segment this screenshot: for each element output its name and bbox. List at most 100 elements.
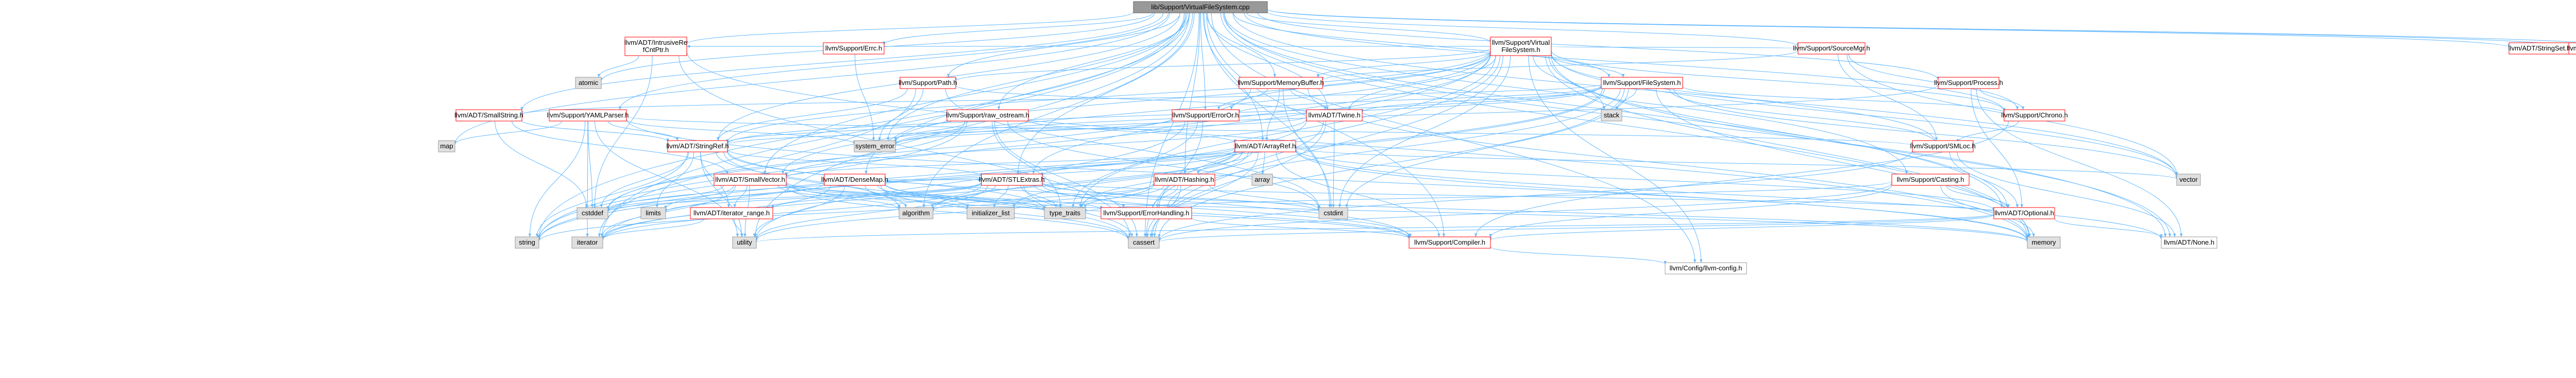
include-edge: [1474, 121, 2009, 237]
node-stringset[interactable]: llvm/ADT/StringSet.h: [2509, 42, 2571, 55]
node-label: memory: [2032, 238, 2056, 246]
node-label: string: [519, 238, 535, 246]
node-box: [1133, 1, 1268, 13]
node-smallvector[interactable]: llvm/ADT/SmallVector.h: [714, 174, 787, 186]
node-errc[interactable]: llvm/Support/Errc.h: [823, 42, 885, 55]
node-box: [667, 140, 728, 152]
node-memory: memory: [2027, 236, 2061, 249]
include-edge: [685, 11, 1134, 45]
node-membuf[interactable]: llvm/Support/MemoryBuffer.h: [1238, 77, 1324, 89]
node-box: [455, 109, 522, 122]
include-edge: [1976, 88, 2183, 237]
include-edge: [1200, 12, 1207, 110]
include-edge: [495, 121, 588, 208]
node-casting[interactable]: llvm/Support/Casting.h: [1891, 174, 1970, 186]
node-label: system_error: [855, 142, 895, 150]
node-label: map: [440, 142, 453, 150]
include-edge: [1838, 54, 1938, 141]
include-edge: [886, 12, 1188, 141]
node-compiler[interactable]: llvm/Support/Compiler.h: [1409, 236, 1491, 249]
include-edge: [1238, 85, 1602, 113]
node-erroror[interactable]: llvm/Support/ErrorOr.h: [1172, 109, 1240, 122]
include-edge: [664, 182, 982, 213]
include-edge: [885, 184, 1046, 210]
node-smallstring[interactable]: llvm/ADT/SmallString.h: [454, 109, 523, 122]
node-path[interactable]: llvm/Support/Path.h: [899, 77, 957, 89]
node-atomic: atomic: [575, 77, 602, 89]
include-edge: [606, 182, 982, 213]
node-errhandling[interactable]: llvm/Support/ErrorHandling.h: [1100, 207, 1192, 219]
include-edge: [1940, 185, 2035, 237]
include-edge: [1206, 12, 1277, 78]
node-limits: limits: [640, 207, 666, 219]
include-edge: [785, 118, 1307, 176]
node-vfs[interactable]: llvm/Support/VirtualFileSystem.h: [1490, 37, 1552, 56]
include-edge: [601, 184, 982, 240]
node-label: llvm/Support/raw_ostream.h: [946, 111, 1029, 119]
node-label: llvm/ADT/None.h: [2164, 238, 2214, 246]
node-label: llvm/Support/YAMLParser.h: [547, 111, 629, 119]
include-edge: [1682, 86, 2006, 113]
node-typetraits: type_traits: [1044, 207, 1086, 219]
node-label: initializer_list: [972, 209, 1010, 217]
include-edge: [1246, 12, 1492, 43]
node-root[interactable]: lib/Support/VirtualFileSystem.cpp: [1133, 1, 1268, 13]
node-label: llvm/ADT/StringRef.h: [666, 142, 728, 150]
node-sourcemgr[interactable]: llvm/Support/SourceMgr.h: [1793, 42, 1870, 55]
node-box: [1044, 207, 1086, 219]
node-stack: stack: [1601, 109, 1622, 122]
node-box: [1409, 236, 1491, 249]
node-densemap[interactable]: llvm/ADT/DenseMap.h: [821, 174, 888, 186]
node-hashing[interactable]: llvm/ADT/Hashing.h: [1154, 174, 1215, 186]
include-edge: [1230, 53, 1491, 110]
node-box: [946, 109, 1029, 122]
include-edge: [664, 185, 734, 209]
node-filesystem[interactable]: llvm/Support/FileSystem.h: [1601, 77, 1683, 89]
node-box: [1128, 236, 1160, 249]
include-edge: [626, 116, 1914, 146]
node-debug[interactable]: llvm/Support/Debug.h: [2567, 42, 2576, 55]
node-stlextras[interactable]: llvm/ADT/STLExtras.h: [979, 174, 1045, 186]
node-optional[interactable]: llvm/ADT/Optional.h: [1993, 207, 2055, 219]
node-label: llvm/ADT/SmallString.h: [454, 111, 523, 119]
include-edge: [1158, 182, 1892, 242]
node-yamlparser[interactable]: llvm/Support/YAMLParser.h: [547, 109, 629, 122]
node-box: [2004, 109, 2065, 122]
node-rawostream[interactable]: llvm/Support/raw_ostream.h: [946, 109, 1029, 122]
node-label: llvm/ADT/Twine.h: [1308, 111, 1360, 119]
node-smloc[interactable]: llvm/Support/SMLoc.h: [1910, 140, 1976, 152]
node-none[interactable]: llvm/ADT/None.h: [2161, 236, 2217, 249]
node-box: [823, 42, 885, 55]
include-edge: [1971, 88, 2024, 208]
include-edge: [1204, 12, 1331, 208]
node-stringref[interactable]: llvm/ADT/StringRef.h: [666, 140, 729, 152]
include-edge: [1551, 52, 2178, 178]
node-cassert: cassert: [1128, 236, 1160, 249]
include-edge: [600, 12, 1186, 237]
include-edge: [1020, 185, 1058, 208]
node-label: llvm/Support/ErrorHandling.h: [1104, 209, 1190, 217]
include-edge: [1196, 151, 1252, 175]
include-edge: [1551, 50, 2006, 112]
edge-layer: [453, 9, 2576, 265]
node-box: [2176, 174, 2201, 186]
include-edge: [894, 118, 1173, 145]
node-twine[interactable]: llvm/ADT/Twine.h: [1306, 109, 1363, 122]
node-arrayref[interactable]: llvm/ADT/ArrayRef.h: [1234, 140, 1296, 152]
include-edge: [1551, 55, 1625, 78]
include-edge: [607, 121, 679, 141]
node-label: llvm/Support/Debug.h: [2567, 44, 2576, 52]
include-edge: [521, 120, 669, 142]
node-iterator: iterator: [571, 236, 603, 249]
node-chrono[interactable]: llvm/Support/Chrono.h: [2001, 109, 2068, 122]
include-edge: [601, 150, 1235, 240]
node-array: array: [1251, 174, 1273, 186]
node-config[interactable]: llvm/Config/llvm-config.h: [1665, 262, 1747, 274]
include-edge: [601, 218, 704, 240]
node-process[interactable]: llvm/Support/Process.h: [1934, 77, 2003, 89]
node-iterrange[interactable]: llvm/ADT/iterator_range.h: [690, 207, 773, 219]
node-box: [1239, 77, 1323, 89]
node-label: cstddef: [582, 209, 603, 217]
include-edge: [593, 55, 653, 208]
